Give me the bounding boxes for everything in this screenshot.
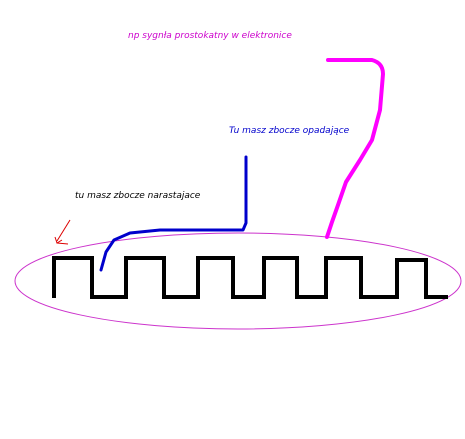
rising-edge-pointer [99,155,248,272]
rising-edge-annotation: tu masz zbocze narastajace [75,191,201,201]
falling-edge-pointer [325,58,385,239]
square-wave-signal [52,256,448,299]
diagram-title-annotation: np sygnła prostokatny w elektronice [128,31,292,41]
signal-highlight-ellipse [14,232,462,330]
falling-edge-annotation: Tu masz zbocze opadające [229,126,350,136]
red-arrow-icon [54,219,71,245]
